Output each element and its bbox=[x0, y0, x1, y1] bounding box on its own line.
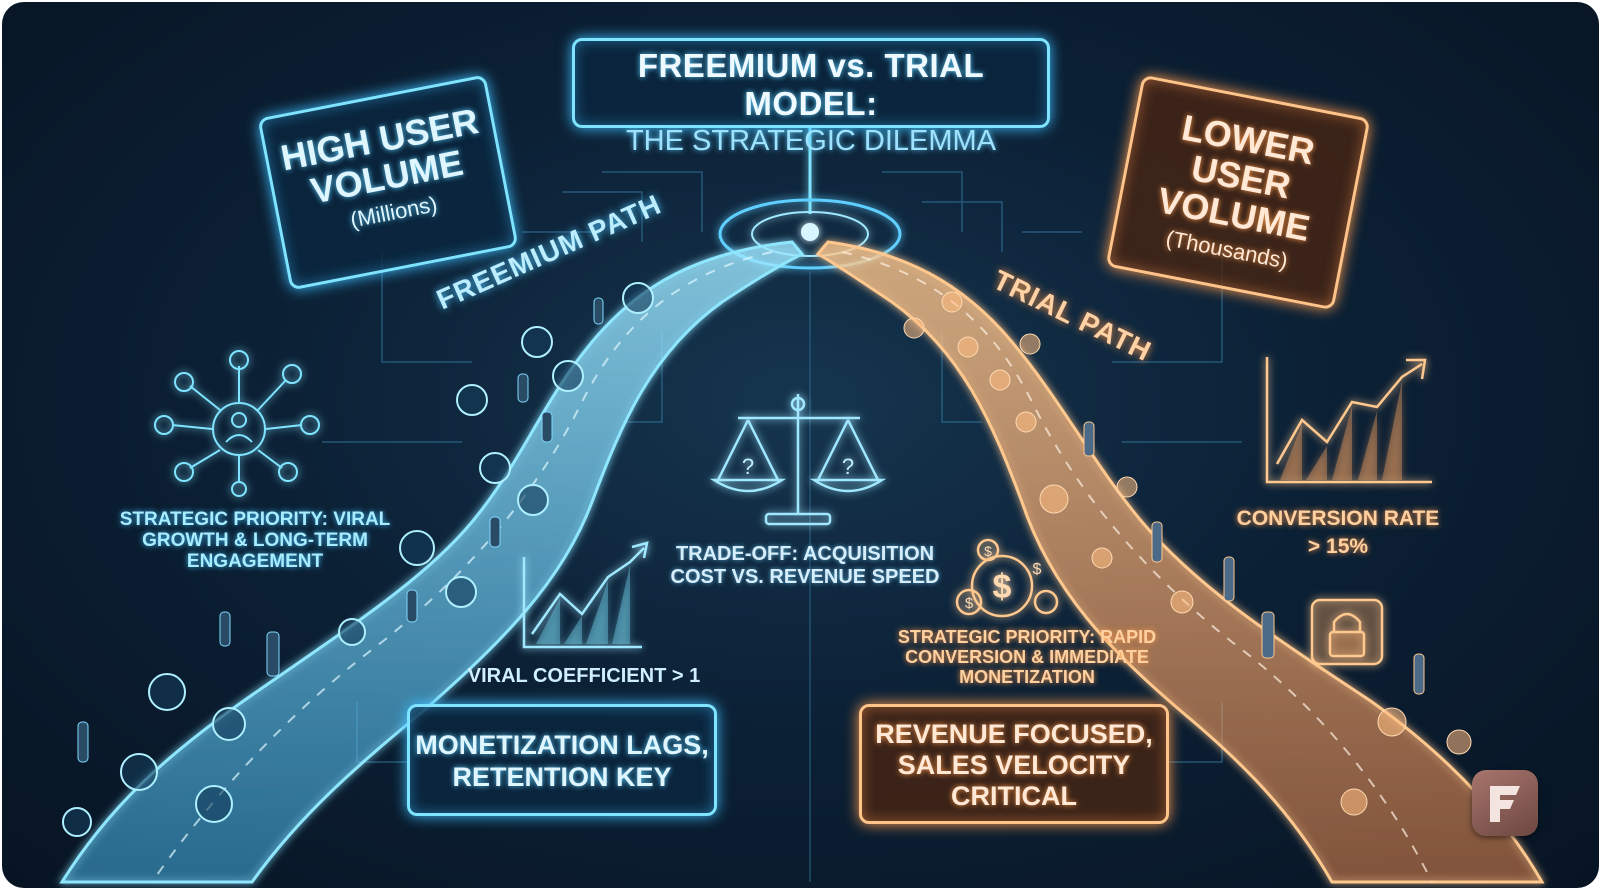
svg-text:?: ? bbox=[842, 454, 854, 479]
title-main: FREEMIUM vs. TRIAL MODEL: bbox=[637, 47, 985, 122]
conversion-rate-label: CONVERSION RATE > 15% bbox=[1236, 507, 1440, 558]
central-hub bbox=[718, 128, 902, 270]
viral-coefficient-label: VIRAL COEFFICIENT > 1 bbox=[467, 665, 701, 687]
title-box: FREEMIUM vs. TRIAL MODEL: THE STRATEGIC … bbox=[572, 38, 1050, 157]
dollar-coins-icon: $ $ $ $ bbox=[955, 538, 1059, 618]
svg-text:?: ? bbox=[742, 454, 754, 479]
svg-text:$: $ bbox=[984, 543, 992, 559]
walking-people-trial bbox=[1083, 421, 1425, 695]
balance-scale-icon: ? ? bbox=[709, 394, 887, 526]
lock-icon bbox=[1310, 598, 1384, 666]
freemium-outcome-box: MONETIZATION LAGS, RETENTION KEY bbox=[407, 704, 717, 816]
freemium-strategic-priority: STRATEGIC PRIORITY: VIRAL GROWTH & LONG-… bbox=[119, 509, 391, 572]
tradeoff-label: TRADE-OFF: ACQUISITION COST VS. REVENUE … bbox=[670, 543, 940, 588]
trial-user-icons bbox=[903, 291, 1472, 816]
svg-text:$: $ bbox=[965, 595, 974, 612]
trial-strategic-priority: STRATEGIC PRIORITY: RAPID CONVERSION & I… bbox=[897, 627, 1157, 687]
svg-text:$: $ bbox=[1033, 561, 1042, 578]
walking-people-freemium bbox=[77, 297, 604, 763]
user-network-icon bbox=[154, 350, 320, 497]
freemium-user-icons bbox=[62, 282, 654, 837]
growth-chart-icon-left bbox=[522, 541, 649, 649]
trial-outcome-box: REVENUE FOCUSED, SALES VELOCITY CRITICAL bbox=[859, 704, 1169, 824]
title-subtitle: THE STRATEGIC DILEMMA bbox=[625, 125, 997, 157]
trial-road bbox=[815, 240, 1545, 884]
freemium-road bbox=[59, 240, 805, 884]
brand-logo-icon bbox=[1472, 770, 1538, 836]
growth-chart-icon-right bbox=[1265, 357, 1432, 484]
svg-text:$: $ bbox=[993, 568, 1012, 606]
